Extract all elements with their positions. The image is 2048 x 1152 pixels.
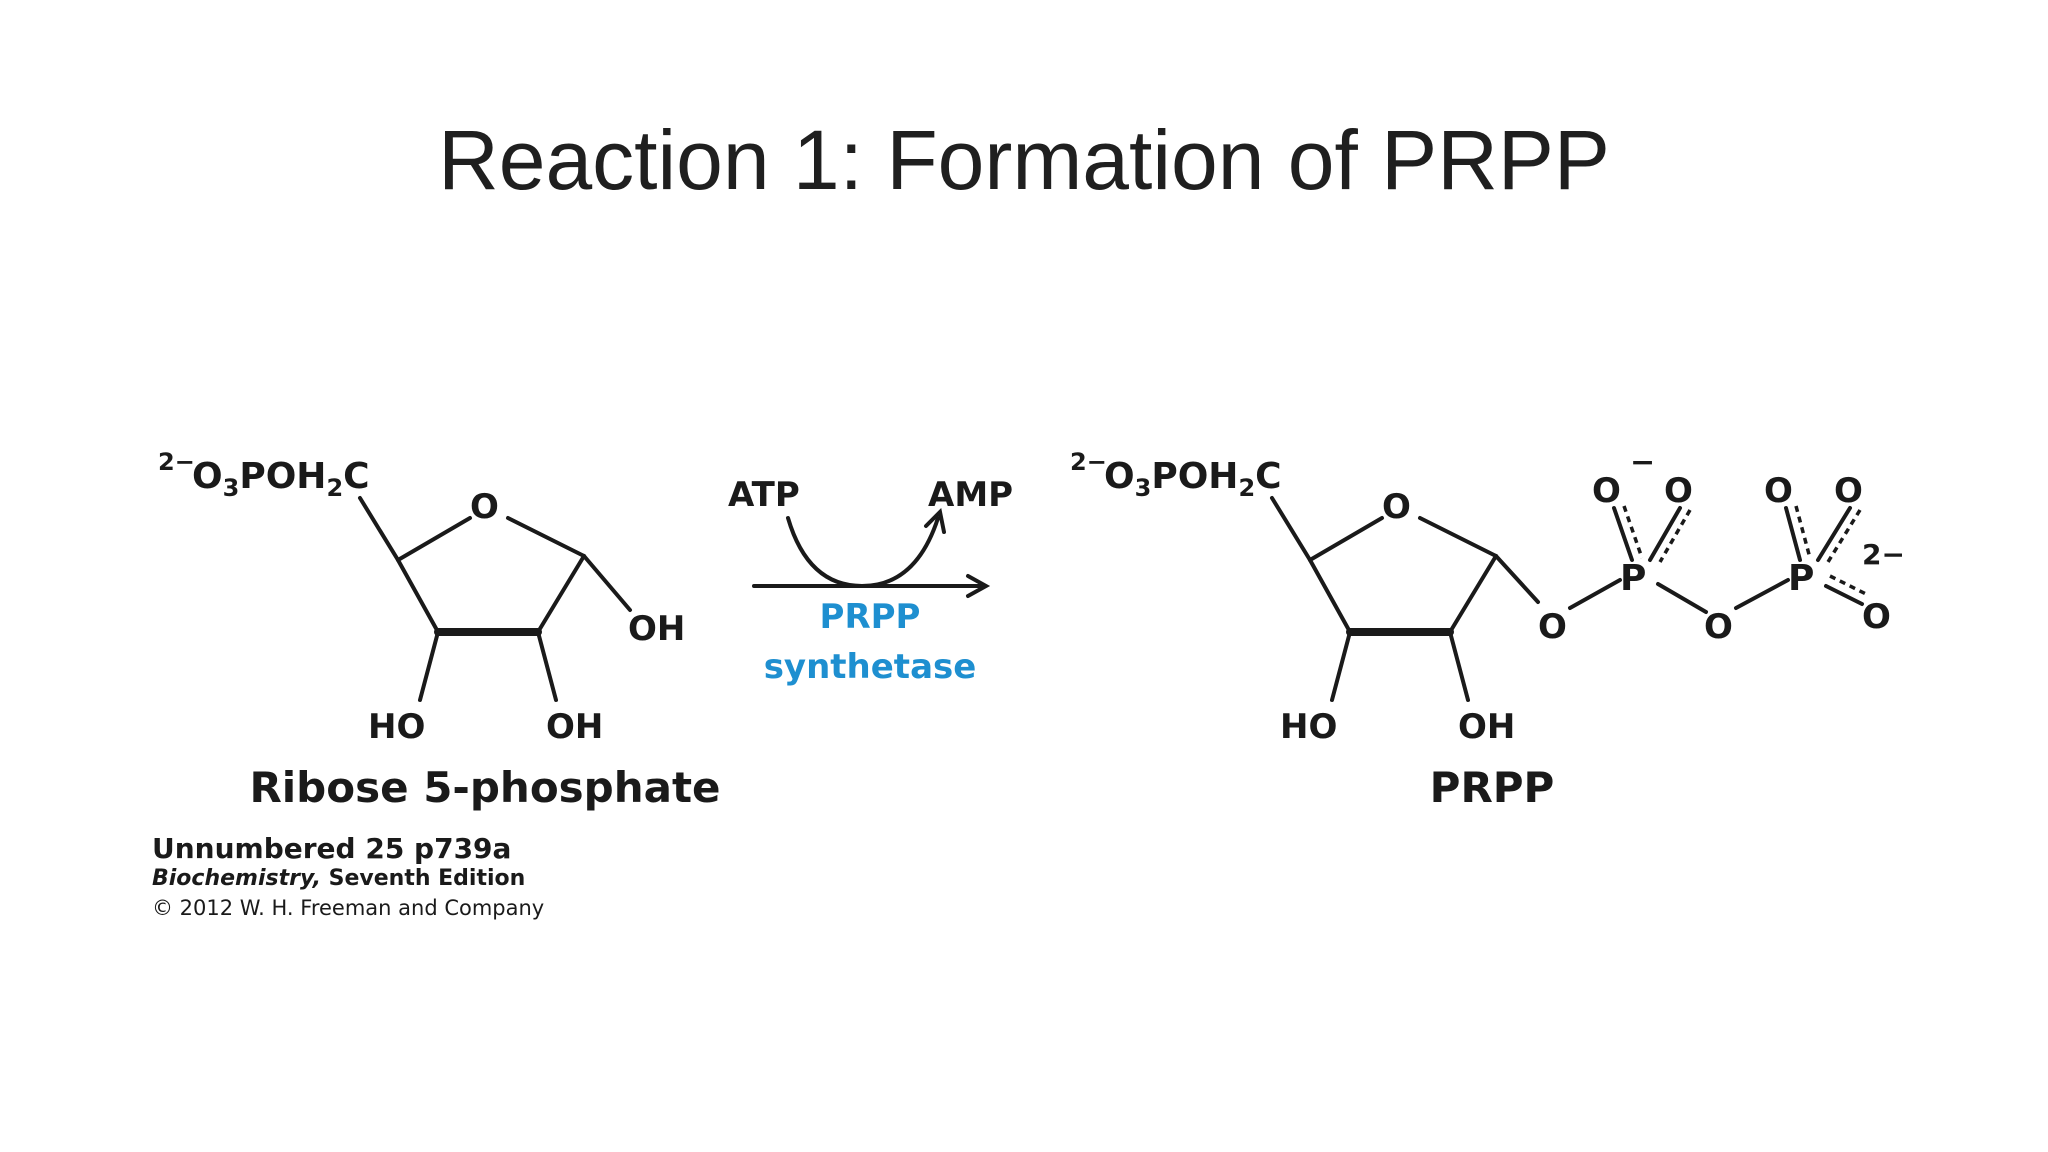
main-arrowhead <box>966 574 991 598</box>
reactant-name: Ribose 5-phosphate <box>249 763 720 812</box>
product-phosphate-charge: 2− <box>1070 448 1107 476</box>
copyright-caption: © 2012 W. H. Freeman and Company <box>152 896 545 920</box>
c1-c2-bond <box>536 554 586 634</box>
textbook-title: Biochemistry, <box>152 866 321 891</box>
p1-o-left-dashed <box>1622 505 1644 559</box>
p1-o2-bond <box>1656 582 1708 614</box>
figure-id-caption: Unnumbered 25 p739a <box>152 832 512 865</box>
amp-label: AMP <box>928 475 1013 515</box>
p2-o-left-dashed <box>1794 505 1812 559</box>
p2-oxygen-bottom: O <box>1862 597 1891 637</box>
atp-label: ATP <box>728 475 800 515</box>
p1-o-left-bond <box>1612 506 1634 562</box>
svg-text:O3POH2C: O3POH2C <box>192 456 370 502</box>
p-c1-c2-bond <box>1448 554 1498 634</box>
c2-oh-bond <box>536 630 558 702</box>
prpp-structure: 2− O3POH2C O HO OH O P O O − O P O <box>1070 445 1905 812</box>
p-c5-c4-bond <box>1270 496 1312 562</box>
p2-o-bottom-dashed <box>1829 574 1867 596</box>
enzyme-name-line1: PRPP <box>820 597 921 637</box>
enzyme-name-line2: synthetase <box>764 647 977 687</box>
p1-oxygen-right: O <box>1664 471 1693 511</box>
reactant-oh-right: OH <box>628 609 685 649</box>
p-c3-c4-bond <box>1308 558 1352 634</box>
p-o-c1-bond <box>1418 516 1498 558</box>
ribose-5-phosphate-structure: 2− O3POH2C O OH HO OH Ribose 5-phosphate <box>158 448 721 812</box>
textbook-caption: Biochemistry, Seventh Edition <box>152 866 525 891</box>
product-name: PRPP <box>1430 763 1555 812</box>
bridge-oxygen-2: O <box>1704 607 1733 647</box>
product-oh-bottom: OH <box>1458 707 1515 747</box>
p1-oxygen-left: O <box>1592 471 1621 511</box>
reactant-ho-bottom: HO <box>368 707 425 747</box>
p2-o-right-bond <box>1816 506 1852 562</box>
p-c2-oh-bond <box>1448 630 1470 702</box>
product-ring-oxygen: O <box>1382 487 1411 527</box>
product-ho-bottom: HO <box>1280 707 1337 747</box>
reactant-phosphate-o: O <box>192 456 223 497</box>
c1-bridge-o-bond <box>1494 554 1540 604</box>
o1-p1-bond <box>1568 578 1622 610</box>
p-c4-o-bond <box>1308 516 1384 562</box>
reactant-ring-oxygen: O <box>470 487 499 527</box>
o2-p2-bond <box>1734 578 1790 610</box>
p2-oxygen-left: O <box>1764 471 1793 511</box>
p2-oxygen-right: O <box>1834 471 1863 511</box>
reactant-phosphate-charge: 2− <box>158 448 195 476</box>
cofactor-arrowhead <box>924 507 946 534</box>
reaction-arrow: ATP AMP PRPP synthetase <box>728 475 1013 687</box>
p2-o-left-bond <box>1784 506 1802 562</box>
p1-o-right-bond <box>1648 506 1682 562</box>
product-phosphate-o: O <box>1104 456 1135 497</box>
c5-c4-bond <box>358 496 400 562</box>
o-c1-bond <box>506 516 586 558</box>
svg-text:O3POH2C: O3POH2C <box>1104 456 1282 502</box>
reactant-oh-bottom: OH <box>546 707 603 747</box>
slide-title: Reaction 1: Formation of PRPP <box>438 113 1610 207</box>
p1-charge: − <box>1630 445 1655 480</box>
c3-c4-bond <box>396 558 440 634</box>
phosphorus-2: P <box>1788 558 1814 599</box>
cofactor-curve <box>786 516 940 589</box>
phosphorus-1: P <box>1620 558 1646 599</box>
p-c3-ho-bond <box>1330 630 1352 702</box>
textbook-edition: Seventh Edition <box>320 866 526 891</box>
p2-o-bottom-bond <box>1824 584 1864 606</box>
bridge-oxygen-1: O <box>1538 607 1567 647</box>
c1-oh-bond <box>582 554 632 612</box>
c3-ho-bond <box>418 630 440 702</box>
p2-charge: 2− <box>1862 538 1905 571</box>
c4-o-bond <box>396 516 472 562</box>
